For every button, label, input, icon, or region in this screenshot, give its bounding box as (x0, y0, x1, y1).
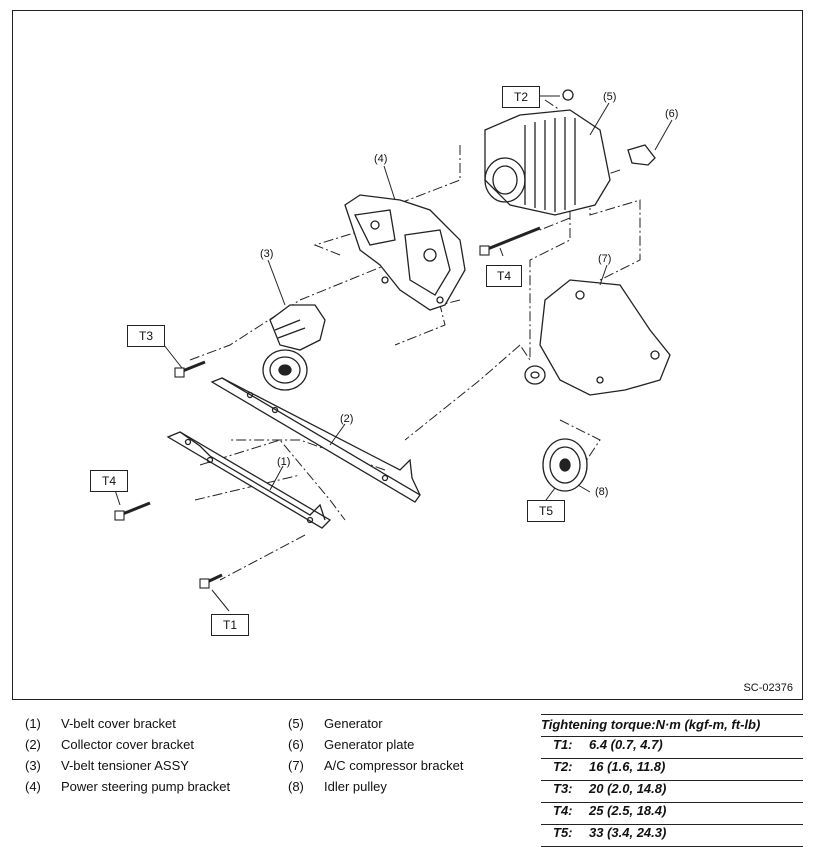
collector-cover-bracket (210, 377, 421, 503)
legend-item: (3)V-belt tensioner ASSY (25, 758, 189, 773)
torque-tag-t2: T2 (502, 86, 540, 108)
torque-table: Tightening torque:N·m (kgf-m, ft-lb) T1:… (541, 714, 803, 847)
legend-item: (2)Collector cover bracket (25, 737, 194, 752)
diagram-frame (12, 10, 803, 700)
figure-code: SC-02376 (743, 682, 793, 694)
torque-tag-t4-upper: T4 (486, 265, 522, 287)
exploded-view-drawing (114, 89, 673, 612)
legend-item: (4)Power steering pump bracket (25, 779, 231, 794)
v-belt-tensioner (262, 304, 326, 391)
torque-row: T5:33 (3.4, 24.3) (541, 824, 803, 847)
idler-pulley (542, 438, 588, 492)
callout-7: (7) (598, 253, 612, 265)
legend-item: (8)Idler pulley (288, 779, 387, 794)
callout-1: (1) (277, 456, 291, 468)
power-steering-pump-bracket (344, 194, 466, 311)
torque-tag-t4-lower: T4 (90, 470, 128, 492)
legend-item: (5)Generator (288, 716, 383, 731)
bolts (114, 226, 541, 589)
torque-tag-t5: T5 (527, 500, 565, 522)
torque-row: T3:20 (2.0, 14.8) (541, 780, 803, 802)
generator-plate (627, 144, 656, 166)
torque-row: T4:25 (2.5, 18.4) (541, 802, 803, 824)
legend-item: (6)Generator plate (288, 737, 415, 752)
legend-right: (5)Generator (6)Generator plate (7)A/C c… (288, 716, 463, 800)
legend-item: (1)V-belt cover bracket (25, 716, 176, 731)
leader-lines (114, 95, 673, 612)
v-belt-cover-bracket (166, 431, 332, 529)
callout-8: (8) (595, 486, 609, 498)
legend-left: (1)V-belt cover bracket (2)Collector cov… (25, 716, 230, 800)
torque-row: T2:16 (1.6, 11.8) (541, 758, 803, 780)
torque-row: T1:6.4 (0.7, 4.7) (541, 736, 803, 758)
callout-3: (3) (260, 248, 274, 260)
callout-6: (6) (665, 108, 679, 120)
torque-tag-t3: T3 (127, 325, 165, 347)
ac-compressor-bracket (524, 279, 671, 396)
torque-heading: Tightening torque:N·m (kgf-m, ft-lb) (541, 714, 803, 736)
generator (484, 89, 611, 216)
callout-5: (5) (603, 91, 617, 103)
callout-2: (2) (340, 413, 354, 425)
callout-4: (4) (374, 153, 388, 165)
torque-tag-t1: T1 (211, 614, 249, 636)
legend-item: (7)A/C compressor bracket (288, 758, 464, 773)
assembly-lines (189, 99, 641, 581)
